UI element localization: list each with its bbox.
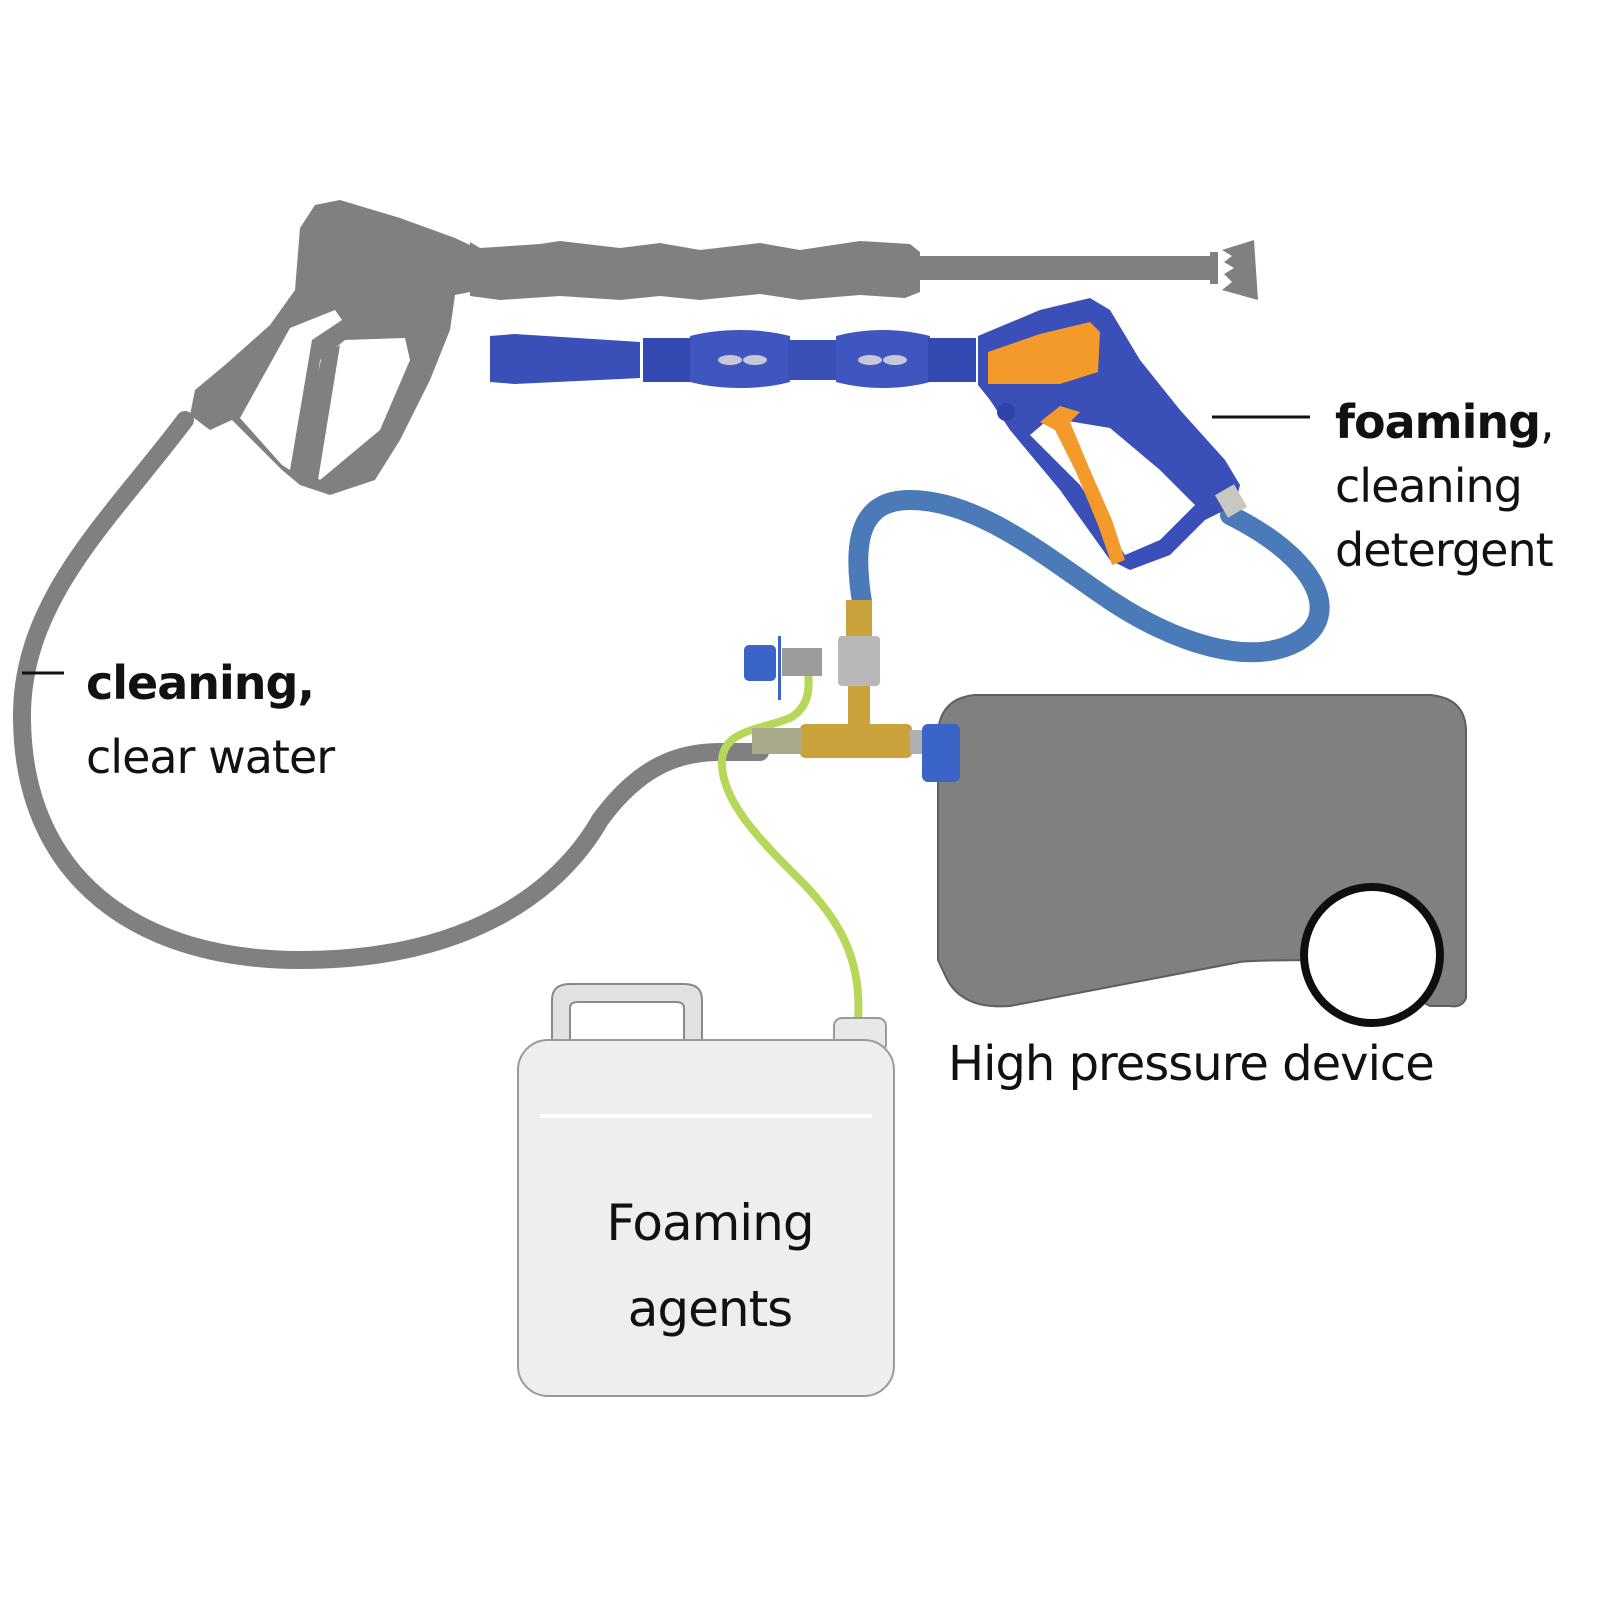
label-standard-gun: cleaning, clear water: [86, 646, 335, 794]
label-standard-gun-line1: cleaning,: [86, 656, 315, 710]
injector-steel-nut: [782, 648, 822, 676]
label-tank-line2: agents: [627, 1280, 793, 1338]
standard-gun-lance-grip: [470, 241, 920, 300]
standard-gun-trigger: [295, 345, 340, 480]
injector-adjust-knob: [744, 645, 776, 681]
foam-gun-nozzle: [490, 334, 640, 384]
label-foaming-agents: Foaming agents: [520, 1180, 900, 1352]
foam-gun-grip-inserts: [718, 355, 907, 365]
device-outlet-coupling: [922, 724, 960, 782]
standard-gun-trigger-guard-hole: [240, 310, 342, 470]
label-foam-gun-comma: ,: [1540, 395, 1555, 449]
high-pressure-device: [922, 694, 1467, 1027]
foam-gun-trigger: [1040, 406, 1125, 565]
standard-gun-lance-collar: [1210, 252, 1218, 284]
foam-gun-lance-segment: [643, 338, 691, 382]
tank-handle: [551, 983, 703, 1043]
foam-gun-hose-fitting: [1214, 484, 1248, 518]
foam-gun-orange-pad: [988, 322, 1100, 384]
standard-gun-lance-tube: [918, 256, 1218, 280]
t-connector-foam-injector: [744, 600, 926, 758]
t-connector-steel-inlet: [752, 728, 802, 754]
label-tank-line1: Foaming: [606, 1194, 814, 1252]
tank-body: [517, 1039, 895, 1397]
blue-hose: [848, 489, 1330, 663]
standard-spray-gun: [190, 200, 1258, 495]
label-standard-gun-line2: clear water: [86, 730, 335, 784]
green-suction-hose: [717, 668, 863, 1024]
injector-brass-neck: [848, 686, 870, 726]
injector-brass-top: [846, 600, 872, 636]
foam-gun-lance-end: [928, 338, 976, 382]
standard-gun-nozzle: [1222, 240, 1258, 300]
foam-spray-gun: [490, 298, 1248, 570]
injector-steel-body: [838, 636, 880, 686]
t-connector-brass-body: [800, 724, 912, 758]
injector-knob-washer: [778, 636, 781, 700]
label-foam-gun-line1: foaming,: [1335, 390, 1555, 454]
foam-gun-lance-grip-2: [836, 330, 930, 388]
label-foam-gun-line2: cleaning: [1335, 459, 1523, 513]
gray-high-pressure-hose: [12, 411, 769, 970]
foam-gun-lance-mid: [788, 340, 838, 380]
label-high-pressure-device: High pressure device: [948, 1036, 1435, 1092]
foam-gun-button: [997, 403, 1015, 421]
label-foam-gun-bold: foaming: [1335, 395, 1541, 449]
label-foam-gun: foaming, cleaning detergent: [1335, 390, 1555, 582]
label-foam-gun-line3: detergent: [1335, 523, 1554, 577]
foaming-agent-tank: [517, 983, 895, 1397]
device-wheel: [1300, 883, 1444, 1027]
